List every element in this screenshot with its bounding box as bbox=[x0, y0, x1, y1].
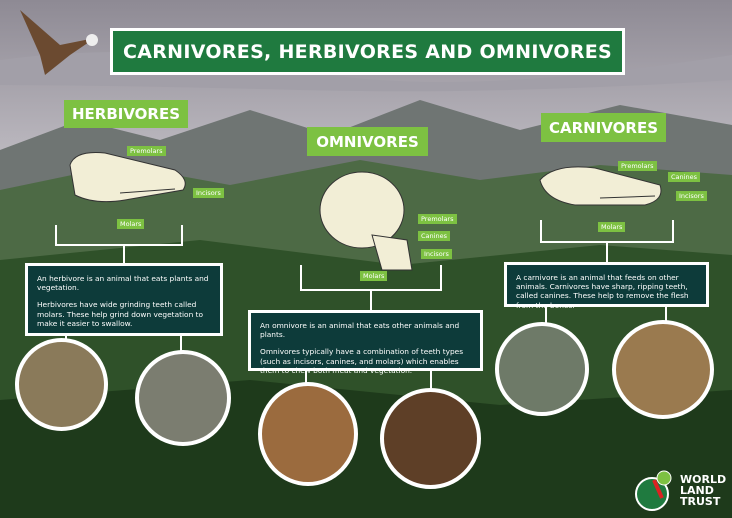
tag-incisors: Incisors bbox=[676, 191, 707, 201]
frog-globe-icon bbox=[635, 470, 672, 511]
tag-canines: Canines bbox=[418, 231, 450, 241]
carnivore-description: A carnivore is an animal that feeds on o… bbox=[504, 262, 709, 310]
tag-molars: Molars bbox=[598, 222, 626, 232]
human-skull-icon bbox=[319, 171, 413, 271]
wolf-image bbox=[495, 322, 589, 416]
eagle-image bbox=[612, 320, 714, 419]
tag-molars: Molars bbox=[117, 219, 145, 229]
brown-bear-image bbox=[258, 382, 358, 486]
herbivores-label: HERBIVORES bbox=[64, 100, 188, 128]
omnivore-description: An omnivore is an animal that eats other… bbox=[248, 310, 483, 375]
tortoise-image bbox=[135, 350, 231, 446]
tag-molars: Molars bbox=[360, 271, 388, 281]
tag-premolars: Premolars bbox=[127, 146, 166, 156]
carnivores-label: CARNIVORES bbox=[541, 113, 666, 142]
tag-canines: Canines bbox=[668, 172, 700, 182]
tag-premolars: Premolars bbox=[618, 161, 657, 171]
bear-image bbox=[380, 388, 481, 489]
ibex-image bbox=[15, 338, 108, 431]
tag-premolars: Premolars bbox=[418, 214, 457, 224]
eagle-illustration bbox=[20, 10, 98, 75]
page-title: CARNIVORES, HERBIVORES AND OMNIVORES bbox=[110, 28, 625, 75]
world-land-trust-logo: WORLD LAND TRUST bbox=[632, 466, 732, 514]
herbivore-description: An herbivore is an animal that eats plan… bbox=[25, 263, 223, 336]
tag-incisors: Incisors bbox=[193, 188, 224, 198]
tag-incisors: Incisors bbox=[421, 249, 452, 259]
omnivores-label: OMNIVORES bbox=[307, 127, 428, 156]
carnivore-skull-icon bbox=[539, 166, 662, 206]
herbivore-skull-icon bbox=[69, 152, 186, 203]
